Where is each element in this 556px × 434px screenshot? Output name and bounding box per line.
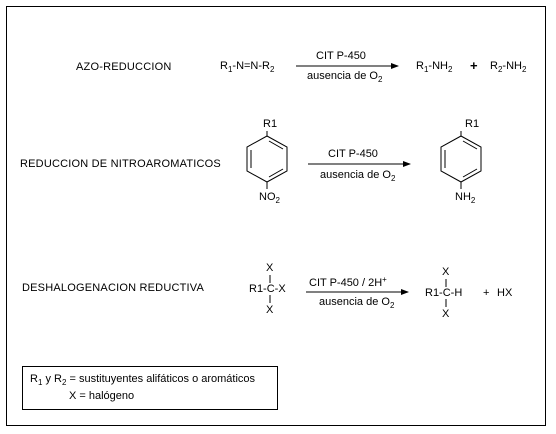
azo-plus-sign: +: [470, 58, 478, 73]
nitro-reactant-r1: R1: [263, 118, 278, 130]
reaction-label-dehalo: DESHALOGENACION REDUCTIVA: [22, 282, 205, 294]
azo-product-2-r-sub: 2: [497, 65, 503, 74]
azo-product-1: R1-NH2: [416, 60, 453, 74]
azo-reactant-r1: R: [220, 60, 228, 72]
dehalo-condition-top: CIT P-450 / 2H+: [309, 275, 387, 290]
dehalo-reactant-center: R1-C-X: [249, 283, 286, 295]
azo-product-2-r: R: [490, 60, 498, 72]
legend-line-1: R1 y R2 = sustituyentes alifáticos o aro…: [30, 373, 256, 387]
legend-r1: R: [30, 373, 38, 385]
legend-line-2: X = halógeno: [69, 390, 135, 402]
nitro-product-nh2: NH2: [455, 191, 476, 205]
dehalo-condition-top-sup: +: [382, 275, 387, 284]
dehalo-reactant-x-top: X: [266, 262, 274, 274]
legend-r2-sub: 2: [61, 378, 67, 387]
azo-reactant-r1-sub: 1: [227, 65, 233, 74]
dehalo-reactant-x-bottom: X: [266, 304, 274, 316]
nitro-product-r1: R1: [465, 118, 480, 130]
azo-reactant-mid: -N=N-R: [232, 60, 270, 72]
azo-condition-bottom-text: ausencia de O: [307, 70, 378, 82]
azo-reactant-r2-sub: 2: [270, 65, 275, 74]
diagram-frame: [6, 6, 546, 426]
reaction-label-nitro: REDUCCION DE NITROAROMATICOS: [20, 158, 221, 170]
azo-product-1-rest: -NH: [428, 60, 448, 72]
dehalo-plus-sign: +: [483, 287, 490, 299]
azo-product-1-r: R: [416, 60, 424, 72]
azo-product-1-r-sub: 1: [423, 65, 429, 74]
dehalo-product-x-top: X: [442, 266, 450, 278]
nitro-product-nh2-text: NH: [455, 191, 471, 203]
legend-rest: = sustituyentes alifáticos o aromáticos: [66, 373, 256, 385]
nitro-reactant-no2: NO2: [259, 191, 280, 205]
azo-product-2-rest: -NH: [502, 60, 522, 72]
dehalo-product-x-bottom: X: [442, 308, 450, 320]
legend-box: [22, 366, 278, 410]
dehalo-byproduct-hx: HX: [497, 287, 513, 299]
nitro-reactant-no2-text: NO: [259, 191, 276, 203]
azo-product-2: R2-NH2: [490, 60, 527, 74]
nitro-product-nh2-sub: 2: [470, 196, 476, 205]
benzene-ring-reactant: [246, 131, 288, 189]
dehalo-condition-bottom-text: ausencia de O: [319, 296, 390, 308]
azo-reactant: R1-N=N-R2: [220, 60, 275, 74]
dehalo-condition-top-text: CIT P-450 / 2H: [309, 277, 383, 289]
nitro-condition-bottom: ausencia de O2: [320, 169, 396, 183]
nitro-condition-bottom-text: ausencia de O: [320, 169, 391, 181]
azo-condition-bottom-sub: 2: [377, 75, 383, 84]
azo-product-2-rest-sub: 2: [521, 65, 527, 74]
benzene-ring-product: [440, 131, 482, 189]
azo-product-1-rest-sub: 2: [447, 65, 453, 74]
reaction-label-azo: AZO-REDUCCION: [76, 61, 172, 73]
dehalo-condition-bottom-sub: 2: [389, 301, 395, 310]
dehalo-product-center: R1-C-H: [425, 287, 463, 299]
nitro-reactant-no2-sub: 2: [275, 196, 280, 205]
legend-mid: y R: [42, 373, 62, 385]
legend-r1-sub: 1: [37, 378, 43, 387]
dehalo-condition-bottom: ausencia de O2: [319, 296, 395, 310]
nitro-condition-bottom-sub: 2: [390, 174, 396, 183]
azo-condition-bottom: ausencia de O2: [307, 70, 383, 84]
azo-condition-top: CIT P-450: [316, 50, 366, 62]
nitro-condition-top: CIT P-450: [328, 148, 378, 160]
